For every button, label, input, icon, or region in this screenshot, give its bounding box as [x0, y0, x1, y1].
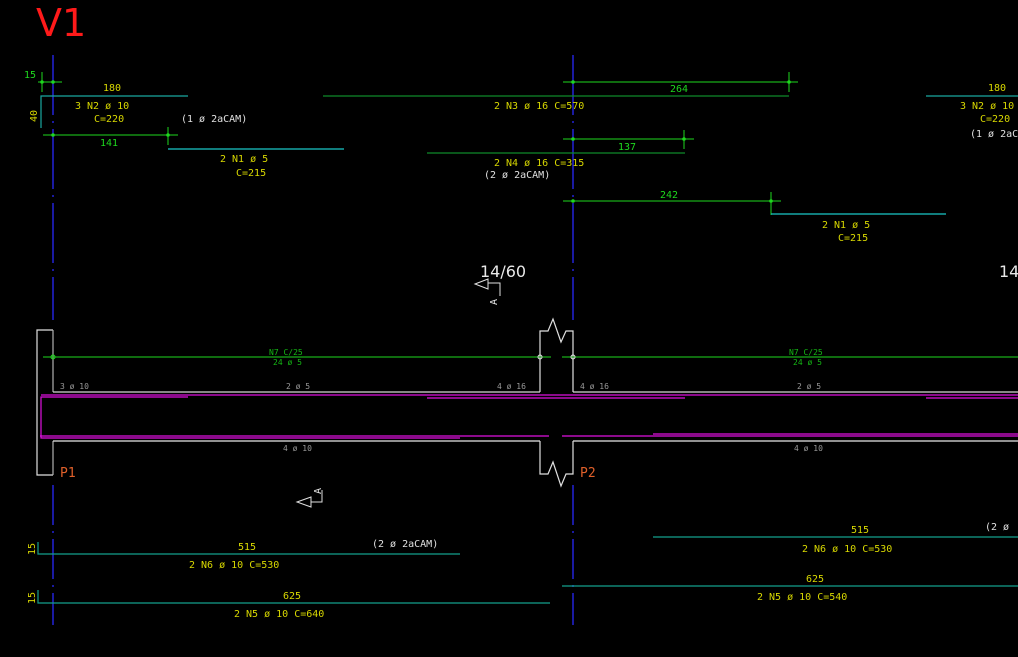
- bar-spec: 2 N5 ø 10 C=540: [757, 592, 847, 603]
- bar-note: (2 ø: [985, 522, 1009, 533]
- break-symbol-bottom: [539, 441, 574, 488]
- bar-spec: 2 N6 ø 10 C=530: [189, 560, 279, 571]
- stirrup-label-left-2: 24 ø 5: [273, 358, 302, 367]
- bar-right-n6: 515 2 N6 ø 10 C=530 (2 ø: [653, 522, 1018, 555]
- section-marker-top: [473, 278, 501, 296]
- section-mark-letter: A: [313, 488, 324, 494]
- bar-right-n5: 625 2 N5 ø 10 C=540: [562, 574, 1018, 603]
- hook-dim: 15: [27, 543, 38, 555]
- hook-dim: 40: [29, 110, 40, 122]
- bar-spec: 2 N1 ø 5: [220, 154, 268, 165]
- bottom-bar-label: 4 ø 10: [283, 444, 312, 453]
- stirrup-label-right-2: 24 ø 5: [793, 358, 822, 367]
- bar-length: 515: [238, 542, 256, 553]
- dim-value: 264: [670, 84, 688, 95]
- section-label-right: 14: [999, 262, 1018, 281]
- bar-left-n5: 15 625 2 N5 ø 10 C=640: [27, 590, 550, 620]
- top-bar-label: 4 ø 16: [497, 382, 526, 391]
- bar-left-n6: 15 515 2 N6 ø 10 C=530 (2 ø 2aCAM): [27, 539, 460, 571]
- break-symbol-top: [539, 317, 574, 392]
- bar-n4: 137 2 N4 ø 16 C=315 (2 ø 2aCAM): [427, 130, 694, 181]
- bar-left-n2: 15 180 40 3 N2 ø 10 C=220 (1 ø 2aCAM): [24, 70, 247, 128]
- bar-cut-length: C=215: [838, 233, 868, 244]
- pillar-p1-outline: [36, 329, 53, 476]
- stirrup-label-left-1: N7 C/25: [269, 348, 303, 357]
- bar-note: (1 ø 2aCAM): [181, 114, 247, 125]
- top-bar-label: 2 ø 5: [286, 382, 310, 391]
- dim-value: 137: [618, 142, 636, 153]
- bar-spec: 3 N2 ø 10: [960, 101, 1014, 112]
- dim-value: 141: [100, 138, 118, 149]
- bar-right-n1: 242 2 N1 ø 5 C=215: [563, 190, 946, 244]
- bar-note: (2 ø 2aCAM): [372, 539, 438, 550]
- bar-left-n1: 141 2 N1 ø 5 C=215: [43, 127, 344, 179]
- bar-length: 625: [283, 591, 301, 602]
- bar-length: 515: [851, 525, 869, 536]
- bar-n3: 264 2 N3 ø 16 C=570: [323, 72, 798, 112]
- bar-spec: 3 N2 ø 10: [75, 101, 129, 112]
- bar-cut-length: C=220: [94, 114, 124, 125]
- top-bar-label: 2 ø 5: [797, 382, 821, 391]
- bar-spec: 2 N4 ø 16 C=315: [494, 158, 584, 169]
- bar-note: (1 ø 2aCAM): [970, 129, 1018, 140]
- top-bar-label: 4 ø 16: [580, 382, 609, 391]
- bar-right-n2: 180 3 N2 ø 10 C=220 (1 ø 2aCAM): [926, 83, 1018, 140]
- bar-length: 625: [806, 574, 824, 585]
- bar-note: (2 ø 2aCAM): [484, 170, 550, 181]
- section-marker-bottom: [295, 490, 323, 508]
- beam-elevation: N7 C/25 24 ø 5 N7 C/25 24 ø 5 3 ø 10 2 ø…: [36, 317, 1018, 488]
- axis-lines: [52, 55, 574, 625]
- bar-cut-length: C=220: [980, 114, 1010, 125]
- pillar-label-p2: P2: [580, 466, 596, 481]
- bottom-bar-label: 4 ø 10: [794, 444, 823, 453]
- bar-spec: 2 N3 ø 16 C=570: [494, 101, 584, 112]
- pillar-label-p1: P1: [60, 466, 76, 481]
- section-mark-letter: A: [489, 299, 500, 305]
- bar-length: 180: [988, 83, 1006, 94]
- bar-cut-length: C=215: [236, 168, 266, 179]
- stirrup-label-right-1: N7 C/25: [789, 348, 823, 357]
- hook-dim: 15: [27, 592, 38, 604]
- bar-spec: 2 N1 ø 5: [822, 220, 870, 231]
- beam-title: V1: [36, 1, 86, 45]
- offset-dim: 15: [24, 70, 36, 81]
- bar-spec: 2 N6 ø 10 C=530: [802, 544, 892, 555]
- bar-length: 180: [103, 83, 121, 94]
- top-bar-label: 3 ø 10: [60, 382, 89, 391]
- bar-spec: 2 N5 ø 10 C=640: [234, 609, 324, 620]
- section-arrow-icon: [473, 278, 489, 290]
- section-label: 14/60: [480, 262, 526, 281]
- dim-value: 242: [660, 190, 678, 201]
